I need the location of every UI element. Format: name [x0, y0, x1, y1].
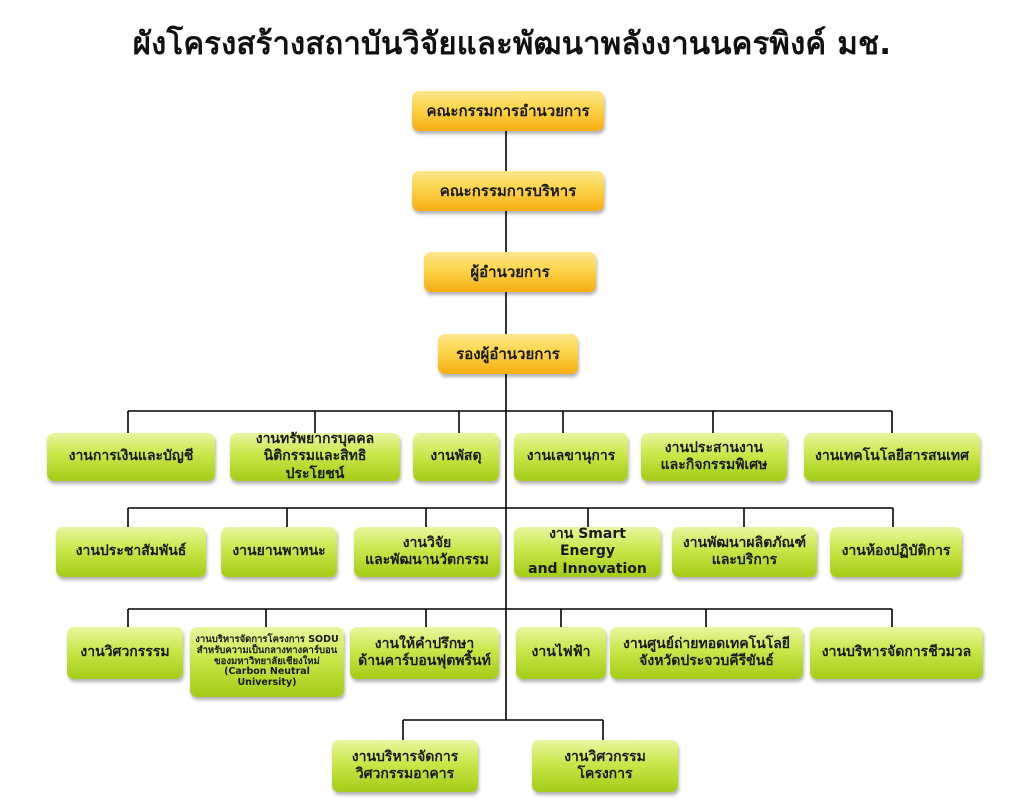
page-title: ผังโครงสร้างสถาบันวิจัยและพัฒนาพลังงานนค… — [132, 26, 892, 62]
unit-label: งานไฟฟ้า — [531, 644, 591, 661]
deputy-director-label: รองผู้อำนวยการ — [456, 344, 560, 363]
unit-label: งานวิจัย และพัฒนานวัตกรรม — [365, 534, 489, 568]
unit-label: งานเทคโนโลยีสารสนเทศ — [815, 448, 969, 465]
unit-label: งานวิศวกรรมโครงการ — [564, 748, 646, 782]
unit-label: งานยานพาหนะ — [232, 543, 326, 560]
unit-label: งานให้คำปรึกษา ด้านคาร์บอนฟุตพริ้นท์ — [358, 635, 491, 669]
unit-label: งานพัสดุ — [430, 448, 482, 465]
unit-label: งานทรัพยากรบุคคล นิติกรรมและสิทธิประโยชน… — [255, 431, 375, 482]
management-committee-box: คณะกรรมการบริหาร — [412, 171, 604, 211]
unit-vehicles: งานยานพาหนะ — [221, 527, 337, 577]
unit-label: งานประสานงาน และกิจกรรมพิเศษ — [660, 439, 768, 473]
unit-sodu-carbon-neutral: งานบริหารจัดการโครงการ SODU สำหรับความเป… — [190, 627, 344, 697]
unit-engineering: งานวิศวกรรรม — [67, 627, 183, 679]
unit-electrical: งานไฟฟ้า — [516, 627, 606, 679]
deputy-director-box: รองผู้อำนวยการ — [438, 334, 578, 374]
director-box: ผู้อำนวยการ — [424, 252, 596, 292]
management-committee-label: คณะกรรมการบริหาร — [439, 181, 577, 200]
unit-label: งานเลขานุการ — [526, 448, 616, 465]
unit-label: งานศูนย์ถ่ายทอดเทคโนโลยี จังหวัดประจวบคี… — [623, 635, 790, 669]
unit-label: งานบริหารจัดการ วิศวกรรมอาคาร — [351, 748, 459, 782]
unit-label: งานการเงินและบัญชี — [68, 448, 194, 465]
director-label: ผู้อำนวยการ — [470, 262, 550, 281]
board-label: คณะกรรมการอำนวยการ — [426, 101, 590, 120]
unit-public-relations: งานประชาสัมพันธ์ — [56, 527, 206, 577]
unit-label: งานพัฒนาผลิตภัณฑ์ และบริการ — [682, 534, 807, 568]
unit-carbon-footprint-consulting: งานให้คำปรึกษา ด้านคาร์บอนฟุตพริ้นท์ — [350, 627, 499, 679]
unit-information-technology: งานเทคโนโลยีสารสนเทศ — [804, 433, 980, 481]
unit-technology-transfer-center: งานศูนย์ถ่ายทอดเทคโนโลยี จังหวัดประจวบคี… — [610, 627, 803, 679]
unit-procurement: งานพัสดุ — [413, 433, 499, 481]
unit-project-engineering: งานวิศวกรรมโครงการ — [532, 740, 678, 792]
board-box: คณะกรรมการอำนวยการ — [412, 91, 604, 131]
unit-finance-accounting: งานการเงินและบัญชี — [47, 433, 215, 481]
unit-building-engineering-management: งานบริหารจัดการ วิศวกรรมอาคาร — [332, 740, 478, 792]
unit-label: งานบริหารจัดการชีวมวล — [821, 644, 972, 661]
unit-coordination-special-activities: งานประสานงาน และกิจกรรมพิเศษ — [641, 433, 787, 481]
unit-research-innovation: งานวิจัย และพัฒนานวัตกรรม — [354, 527, 500, 577]
unit-human-resources-legal: งานทรัพยากรบุคคล นิติกรรมและสิทธิประโยชน… — [230, 431, 400, 482]
unit-label: งานห้องปฏิบัติการ — [841, 543, 951, 560]
unit-laboratory: งานห้องปฏิบัติการ — [830, 527, 962, 577]
unit-secretariat: งานเลขานุการ — [514, 433, 628, 481]
unit-label: งานประชาสัมพันธ์ — [75, 543, 187, 560]
unit-label: งาน Smart Energy and Innovation — [528, 526, 647, 577]
unit-label: งานบริหารจัดการโครงการ SODU สำหรับความเป… — [195, 633, 339, 689]
unit-label: งานวิศวกรรรม — [80, 644, 170, 661]
unit-biomass-management: งานบริหารจัดการชีวมวล — [810, 627, 983, 679]
unit-product-service-development: งานพัฒนาผลิตภัณฑ์ และบริการ — [672, 527, 817, 577]
unit-smart-energy-innovation: งาน Smart Energy and Innovation — [514, 526, 661, 577]
